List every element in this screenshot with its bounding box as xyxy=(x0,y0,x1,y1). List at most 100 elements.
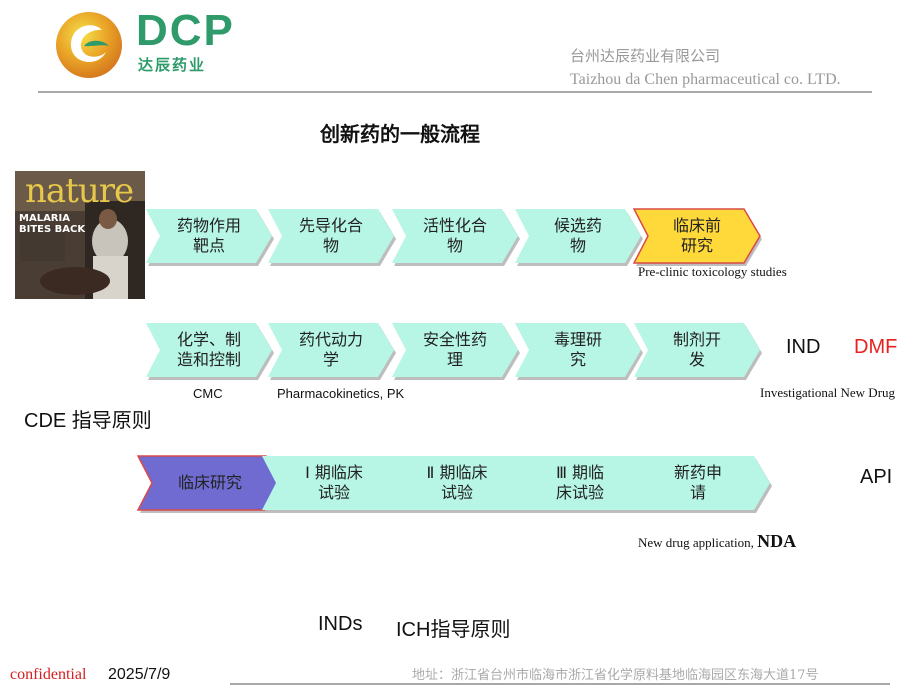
cover-headline-1: MALARIA xyxy=(19,213,70,224)
chevron-shape xyxy=(268,323,396,380)
row1-step-2: 先导化合物 xyxy=(268,209,396,266)
chevron-shape xyxy=(268,209,396,266)
cmc-note: CMC xyxy=(193,386,223,401)
chevron-label-lines: 药物作用靶点 xyxy=(177,216,241,256)
nda-label: NDA xyxy=(757,531,797,551)
chevron-label-line-1: 候选药 xyxy=(553,216,602,235)
chevron-shape xyxy=(626,456,772,513)
ind-label: IND xyxy=(786,336,821,358)
confidential-label: confidential xyxy=(10,666,87,683)
chevron-shape xyxy=(508,456,654,513)
nda-note-prefix: New drug application, xyxy=(638,535,758,550)
chevron-shape xyxy=(262,456,408,513)
header-divider xyxy=(38,91,872,93)
chevron-label-line-2: 物 xyxy=(446,236,463,255)
date-label: 2025/7/9 xyxy=(108,666,171,683)
cover-headline-2: BITES BACK xyxy=(19,224,86,235)
chevron-label-lines: Ⅲ 期临床试验 xyxy=(556,463,604,503)
chevron-label-line-1: 新药申 xyxy=(673,463,722,482)
chevron-label-lines: 安全性药理 xyxy=(423,330,487,370)
chevron-label-line-2: 物 xyxy=(322,236,339,255)
chevron-label-line-2: 学 xyxy=(322,350,339,369)
chevron-label: 候选药物 xyxy=(515,209,641,263)
row2-step-3: 安全性药理 xyxy=(392,323,520,380)
chevron-shape xyxy=(136,455,284,513)
logo-wordmark: DCP xyxy=(136,6,235,55)
chevron-label: 药物作用靶点 xyxy=(146,209,272,263)
chevron-label-line-1: 药代动力 xyxy=(298,330,363,349)
dmf-label: DMF xyxy=(854,336,898,358)
chevron-label: Ⅱ 期临床试验 xyxy=(385,456,529,510)
chevron-label-lines: 毒理研究 xyxy=(554,330,602,370)
chevron-label: 毒理研究 xyxy=(515,323,641,377)
chevron-label: 安全性药理 xyxy=(392,323,518,377)
company-name-en: Taizhou da Chen pharmaceutical co. LTD. xyxy=(570,71,841,88)
chevron-label: Ⅲ 期临床试验 xyxy=(508,456,652,510)
cde-guideline-label: CDE 指导原则 xyxy=(24,410,152,432)
chevron-label-line-1: Ⅲ 期临 xyxy=(555,463,605,482)
chevron-shape xyxy=(392,323,520,380)
chevron-label-line-2: 理 xyxy=(446,350,463,369)
chevron-label-lines: 药代动力学 xyxy=(299,330,363,370)
preclinic-note: Pre-clinic toxicology studies xyxy=(638,264,787,279)
chevron-label: 药代动力学 xyxy=(268,323,394,377)
nda-note: New drug application, NDA xyxy=(638,531,796,552)
chevron-label: 制剂开发 xyxy=(634,323,760,377)
chevron-label-line-2: 床试验 xyxy=(555,483,604,502)
chevron-label: 先导化合物 xyxy=(268,209,394,263)
chevron-label-line-2: 研究 xyxy=(680,236,713,255)
row1-step-5: 临床前研究 xyxy=(632,208,762,266)
chevron-label-line-1: 临床研究 xyxy=(177,473,242,492)
chevron-label-line-1: 临床前 xyxy=(672,216,721,235)
chevron-label-lines: 先导化合物 xyxy=(299,216,363,256)
footer-divider xyxy=(230,683,890,685)
chevron-label-lines: 临床前研究 xyxy=(673,216,721,256)
chevron-label: 新药申请 xyxy=(626,456,770,510)
chevron-label-line-1: 毒理研 xyxy=(553,330,602,349)
chevron-shape xyxy=(146,209,274,266)
address-label: 地址：浙江省台州市临海市浙江省化学原料基地临海园区东海大道17号 xyxy=(412,668,819,683)
row3-step-4: Ⅲ 期临床试验 xyxy=(508,456,654,513)
chevron-label-lines: 制剂开发 xyxy=(673,330,721,370)
row3-step-3: Ⅱ 期临床试验 xyxy=(385,456,531,513)
api-label: API xyxy=(860,466,893,488)
chevron-label-line-1: 制剂开 xyxy=(672,330,721,349)
row1-step-3: 活性化合物 xyxy=(392,209,520,266)
chevron-label-lines: Ⅱ 期临床试验 xyxy=(427,463,488,503)
chevron-shape xyxy=(385,456,531,513)
chevron-label-line-1: 药物作用 xyxy=(176,216,241,235)
ind-note: Investigational New Drug xyxy=(760,385,896,400)
chevron-label-line-1: 先导化合 xyxy=(298,216,363,235)
chevron-label-lines: 化学、制造和控制 xyxy=(177,330,241,370)
row3-step-5: 新药申请 xyxy=(626,456,772,513)
chevron-label-line-2: 造和控制 xyxy=(176,350,241,369)
chevron-label-line-1: 安全性药 xyxy=(422,330,487,349)
chevron-shape xyxy=(392,209,520,266)
page-title: 创新药的一般流程 xyxy=(320,122,480,146)
chevron-label-line-2: 请 xyxy=(689,483,706,502)
chevron-label-line-1: 活性化合 xyxy=(422,216,487,235)
chevron-label: 化学、制造和控制 xyxy=(146,323,272,377)
chevron-shape xyxy=(634,323,762,380)
ich-guideline-label: ICH指导原则 xyxy=(396,619,511,641)
chevron-label: 临床前研究 xyxy=(634,209,760,263)
row3-step-1: 临床研究 xyxy=(136,455,284,513)
chevron-label-lines: 候选药物 xyxy=(554,216,602,256)
company-name-cn: 台州达辰药业有限公司 xyxy=(570,47,721,65)
chevron-label-lines: Ⅰ 期临床试验 xyxy=(305,463,363,503)
row2-step-2: 药代动力学 xyxy=(268,323,396,380)
inds-label: INDs xyxy=(318,613,363,635)
chevron-label-line-1: Ⅰ 期临床 xyxy=(305,463,363,482)
row2-step-4: 毒理研究 xyxy=(515,323,643,380)
chevron-label-line-2: 物 xyxy=(569,236,586,255)
chevron-label-line-1: Ⅱ 期临床 xyxy=(426,463,488,482)
chevron-label-line-1: 化学、制 xyxy=(176,330,241,349)
chevron-label: 活性化合物 xyxy=(392,209,518,263)
chevron-label-lines: 新药申请 xyxy=(674,463,722,503)
chevron-label-line-2: 发 xyxy=(688,350,705,369)
logo-icon xyxy=(56,12,122,78)
chevron-shape xyxy=(146,323,274,380)
chevron-label-line-2: 靶点 xyxy=(192,236,225,255)
row1-step-1: 药物作用靶点 xyxy=(146,209,274,266)
logo-chinese-name: 达辰药业 xyxy=(138,56,207,74)
